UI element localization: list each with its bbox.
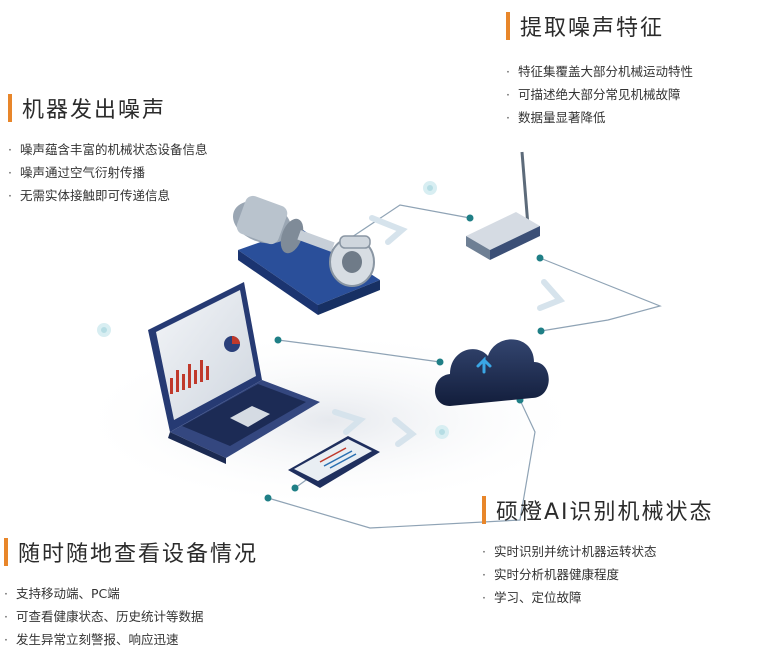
list-item: · 噪声蕴含丰富的机械状态设备信息 (8, 138, 208, 161)
node-dot (291, 484, 299, 492)
bullet-dot: · (8, 165, 12, 180)
section-anytime-heading: 随时随地查看设备情况 (4, 536, 258, 568)
flow-arrows (332, 215, 566, 447)
list-item-text: 无需实体接触即可传递信息 (20, 188, 171, 203)
bullet-dot: · (506, 110, 510, 125)
section-anytime-title: 随时随地查看设备情况 (18, 542, 259, 567)
flow-arrow-4 (392, 417, 417, 447)
list-item-text: 噪声蕴含丰富的机械状态设备信息 (20, 142, 208, 157)
list-item-text: 可查看健康状态、历史统计等数据 (16, 609, 204, 624)
list-item-text: 发生异常立刻警报、响应迅速 (16, 632, 179, 647)
phone-icon (288, 436, 380, 488)
list-item: · 噪声通过空气衍射传播 (8, 161, 208, 184)
flow-arrow-1 (369, 215, 408, 245)
bullet-dot: · (506, 87, 510, 102)
list-item: · 实时分析机器健康程度 (482, 563, 714, 586)
bullet-dot: · (482, 544, 486, 559)
list-item-text: 学习、定位故障 (494, 590, 582, 605)
router-icon (466, 151, 540, 260)
bullet-dot: · (506, 64, 510, 79)
line-laptop-cloud (277, 339, 441, 363)
motor-pump-icon (232, 195, 380, 315)
list-item-text: 可描述绝大部分常见机械故障 (518, 87, 681, 102)
list-item: · 数据量显著降低 (506, 106, 693, 129)
bullet-dot: · (482, 590, 486, 605)
section-ai-list: · 实时识别并统计机器运转状态 · 实时分析机器健康程度 · 学习、定位故障 (482, 540, 714, 609)
list-item: · 无需实体接触即可传递信息 (8, 184, 208, 207)
section-noise: 机器发出噪声 · 噪声蕴含丰富的机械状态设备信息 · 噪声通过空气衍射传播 · 无需实… (8, 92, 208, 207)
accent-bar (4, 538, 8, 566)
list-item: · 特征集覆盖大部分机械运动特性 (506, 60, 693, 83)
section-anytime: 随时随地查看设备情况 · 支持移动端、PC端 · 可查看健康状态、历史统计等数据 ·… (4, 536, 258, 651)
list-item: · 可查看健康状态、历史统计等数据 (4, 605, 258, 628)
bullet-dot: · (8, 188, 12, 203)
node-dot (536, 254, 544, 262)
bullet-dot: · (4, 609, 8, 624)
section-extract: 提取噪声特征 · 特征集覆盖大部分机械运动特性 · 可描述绝大部分常见机械故障 · 数… (506, 10, 693, 129)
list-item-text: 噪声通过空气衍射传播 (20, 165, 146, 180)
list-item-text: 特征集覆盖大部分机械运动特性 (518, 64, 694, 79)
bullet-dot: · (8, 142, 12, 157)
list-item: · 支持移动端、PC端 (4, 582, 258, 605)
section-anytime-list: · 支持移动端、PC端 · 可查看健康状态、历史统计等数据 · 发生异常立刻警报、响应… (4, 582, 258, 651)
section-ai-heading: 硕橙AI识别机械状态 (482, 494, 714, 526)
list-item-text: 数据量显著降低 (518, 110, 606, 125)
list-item: · 实时识别并统计机器运转状态 (482, 540, 714, 563)
accent-bar (8, 94, 12, 122)
bullet-dot: · (4, 632, 8, 647)
bullet-dot: · (482, 567, 486, 582)
glow-dot (435, 425, 449, 439)
section-ai: 硕橙AI识别机械状态 · 实时识别并统计机器运转状态 · 实时分析机器健康程度 · 学… (482, 494, 714, 609)
flow-arrow-3 (332, 409, 367, 435)
node-dot (274, 336, 282, 344)
list-item: · 学习、定位故障 (482, 586, 714, 609)
section-noise-title: 机器发出噪声 (22, 98, 167, 123)
node-dot (466, 214, 474, 222)
accent-bar (482, 496, 486, 524)
list-item-text: 支持移动端、PC端 (16, 586, 120, 601)
section-noise-heading: 机器发出噪声 (8, 92, 208, 124)
section-ai-title: 硕橙AI识别机械状态 (496, 500, 714, 525)
node-dot (537, 327, 545, 335)
section-extract-list: · 特征集覆盖大部分机械运动特性 · 可描述绝大部分常见机械故障 · 数据量显著降低 (506, 60, 693, 129)
node-dot (436, 358, 444, 366)
list-item-text: 实时分析机器健康程度 (494, 567, 620, 582)
glow-dot (97, 323, 111, 337)
flow-arrow-2 (537, 279, 566, 311)
list-item-text: 实时识别并统计机器运转状态 (494, 544, 657, 559)
list-item: · 可描述绝大部分常见机械故障 (506, 83, 693, 106)
laptop-icon (148, 282, 320, 464)
line-cloud-phone (267, 399, 536, 529)
section-noise-list: · 噪声蕴含丰富的机械状态设备信息 · 噪声通过空气衍射传播 · 无需实体接触即可传递… (8, 138, 208, 207)
section-extract-title: 提取噪声特征 (520, 16, 665, 41)
node-dot (264, 494, 272, 502)
bullet-dot: · (4, 586, 8, 601)
glow-dot (423, 181, 437, 195)
section-extract-heading: 提取噪声特征 (506, 10, 693, 42)
cloud-icon (435, 339, 549, 406)
line-router-cloud (539, 257, 662, 332)
list-item: · 发生异常立刻警报、响应迅速 (4, 628, 258, 651)
accent-bar (506, 12, 510, 40)
